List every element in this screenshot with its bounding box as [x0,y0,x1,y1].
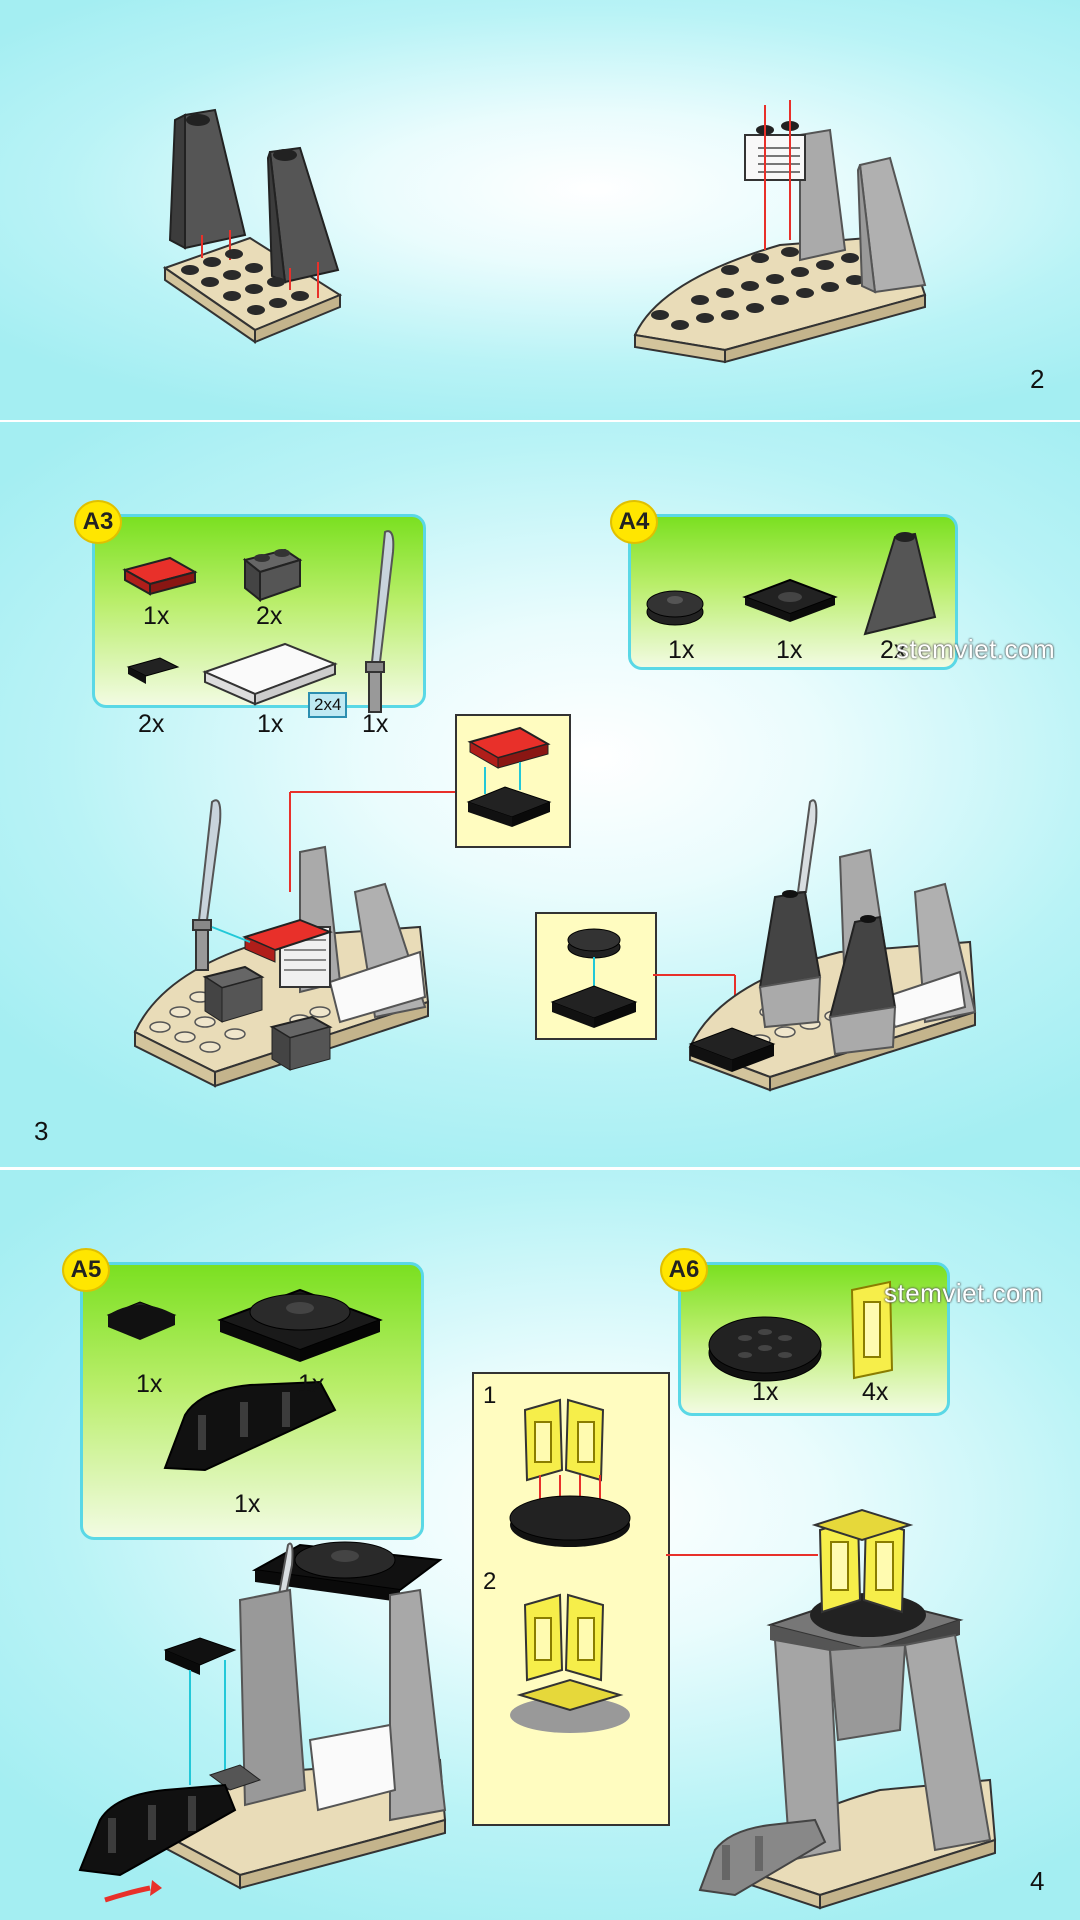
a5-qty-1: 1x [136,1370,163,1398]
a3-qty-1: 1x [143,602,170,630]
step-3-panel: A3 1x 2x 2x 1x 2x4 1x A4 [0,422,1080,1167]
grille-subassembly-illustration [289,726,552,892]
a6-qty-1: 1x [752,1378,779,1406]
a3-parts-icons [122,530,395,713]
a4-parts-icons [646,532,937,636]
size-tag: 2x4 [308,692,348,718]
window-tower-subassembly-illustration [509,1398,818,1733]
step-4-panel: A5 1x 1x 1x A6 1x 4x stemviet.com 1 2 [0,1170,1080,1920]
callout-badge-a4: A4 [610,500,658,544]
page-number-3: 3 [34,1116,49,1146]
step-3-model-right [688,799,977,1092]
a4-qty-2: 1x [776,636,803,664]
a6-parts-icons [708,1280,894,1382]
callout-badge-a5: A5 [62,1248,110,1292]
round-plate-subassembly-illustration [550,928,736,1028]
a3-qty-2: 2x [256,602,283,630]
substep-number-2: 2 [483,1568,497,1595]
callout-badge-a3: A3 [74,500,122,544]
step-2-panel: 2 [0,0,1080,420]
page-number-2: 2 [1030,364,1045,394]
substep-number-1: 1 [483,1382,497,1409]
a3-qty-5: 1x [362,710,389,738]
watermark-1: stemviet.com [896,634,1056,664]
page-number-4: 4 [1030,1866,1045,1896]
a3-qty-3: 2x [138,710,165,738]
step-4-model-right [698,1508,997,1910]
step-3-model-left [133,799,430,1088]
a6-qty-2: 4x [862,1378,889,1406]
step-4-model-left [78,1541,447,1903]
a3-qty-4: 1x [257,710,284,738]
a5-qty-3: 1x [234,1490,261,1518]
tan-plate-with-slopes-illustration [162,100,927,364]
callout-badge-a6: A6 [660,1248,708,1292]
watermark-2: stemviet.com [884,1278,1044,1308]
a5-qty-2: 1x [298,1370,325,1398]
a5-parts-icons [106,1288,383,1472]
a4-qty-3: 2x [880,636,907,664]
a4-qty-1: 1x [668,636,695,664]
